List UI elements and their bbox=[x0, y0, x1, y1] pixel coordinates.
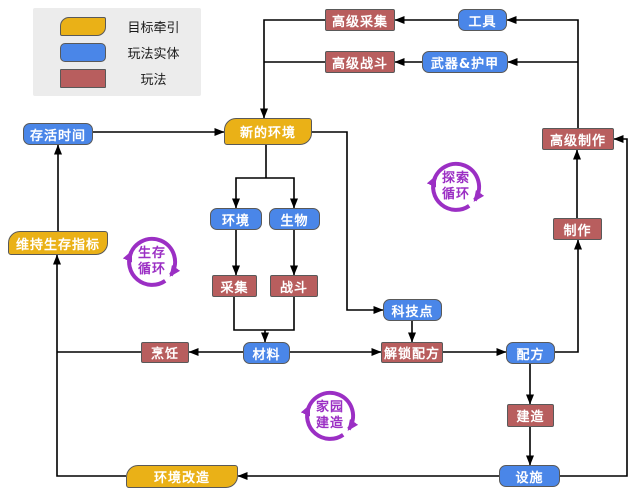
legend-label: 玩法 bbox=[140, 72, 167, 88]
home-building-loop-badge: 家园 建造 bbox=[298, 384, 362, 448]
loop-label-line1: 家园 bbox=[315, 400, 344, 415]
exploration-loop-badge: 探索 循环 bbox=[424, 155, 488, 219]
node-weapons-armor: 武器&护甲 bbox=[422, 51, 508, 73]
cycle-arrows-icon bbox=[426, 161, 485, 212]
node-recipes: 配方 bbox=[506, 342, 555, 364]
node-facilities: 设施 bbox=[499, 465, 560, 487]
loop-label-line2: 循环 bbox=[441, 187, 470, 202]
legend-item-play: 玩法 bbox=[33, 67, 201, 89]
node-environment: 环境 bbox=[210, 208, 262, 230]
loop-label-line1: 探索 bbox=[441, 171, 470, 186]
goal-swatch-icon bbox=[60, 16, 106, 36]
node-advanced-crafting: 高级制作 bbox=[542, 128, 614, 150]
play-swatch-icon bbox=[60, 68, 106, 88]
node-new-environment: 新的环境 bbox=[224, 118, 312, 145]
survival-loop-badge: 生存 循环 bbox=[120, 230, 184, 294]
loop-label-line2: 建造 bbox=[315, 416, 344, 431]
node-cooking: 烹饪 bbox=[141, 342, 189, 363]
legend: 目标牵引 玩法实体 玩法 bbox=[33, 8, 201, 96]
legend-item-entity: 玩法实体 bbox=[33, 41, 201, 63]
node-tech-points: 科技点 bbox=[383, 299, 442, 321]
legend-label: 玩法实体 bbox=[127, 46, 180, 62]
loop-label: 生存 循环 bbox=[120, 230, 184, 294]
loop-label-line2: 循环 bbox=[137, 262, 166, 277]
node-materials: 材料 bbox=[243, 342, 290, 364]
cycle-arrows-icon bbox=[300, 390, 359, 441]
node-maintain-survival: 维持生存指标 bbox=[8, 231, 108, 255]
loop-label-line1: 生存 bbox=[137, 246, 166, 261]
node-tools: 工具 bbox=[458, 9, 507, 31]
node-survival-time: 存活时间 bbox=[23, 123, 93, 145]
cycle-arrows-icon bbox=[122, 236, 181, 287]
node-gathering: 采集 bbox=[212, 275, 257, 297]
legend-item-goal: 目标牵引 bbox=[33, 15, 201, 37]
node-creatures: 生物 bbox=[269, 208, 320, 230]
node-building: 建造 bbox=[507, 404, 554, 427]
node-unlock-recipes: 解锁配方 bbox=[381, 342, 443, 363]
loop-label: 家园 建造 bbox=[298, 384, 362, 448]
loop-label: 探索 循环 bbox=[424, 155, 488, 219]
node-advanced-gathering: 高级采集 bbox=[325, 9, 395, 31]
node-advanced-combat: 高级战斗 bbox=[325, 51, 395, 73]
legend-label: 目标牵引 bbox=[127, 20, 180, 36]
entity-swatch-icon bbox=[60, 42, 106, 62]
node-crafting: 制作 bbox=[553, 218, 602, 240]
node-combat: 战斗 bbox=[270, 275, 318, 297]
node-env-modification: 环境改造 bbox=[126, 465, 238, 488]
